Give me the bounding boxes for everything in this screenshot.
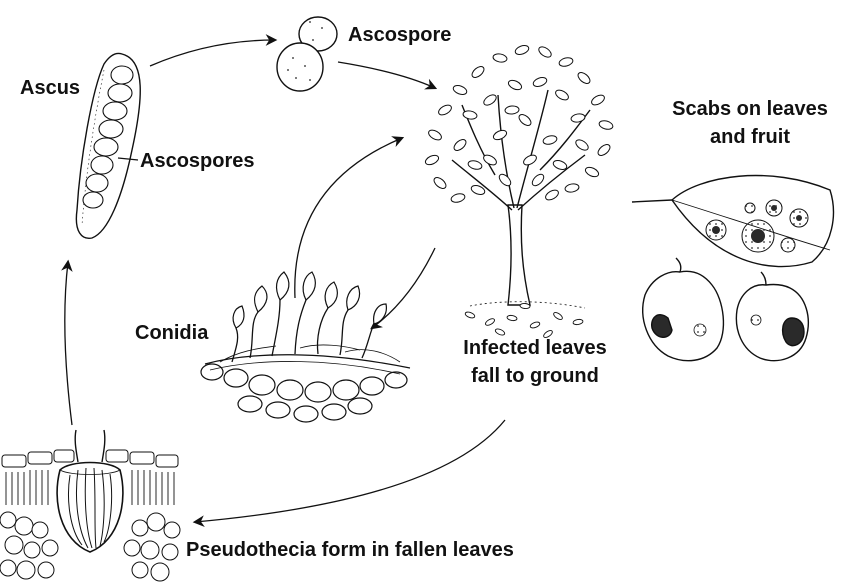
label-conidia: Conidia [135,322,209,344]
arrow-conidia-to-tree [294,136,405,299]
label-ascus: Ascus [20,77,81,99]
ascospore-illustration [276,16,338,92]
tree-trunk [507,204,531,306]
label-infected-line2: fall to ground [471,365,599,387]
label-infected-line1: Infected leaves [463,337,607,359]
scabbed-leaf-illustration [631,174,835,268]
label-scabs-line2: and fruit [710,126,790,148]
label-pseudothecia: Pseudothecia form in fallen leaves [186,539,514,561]
arrow-leaves-to-pseudothecia [192,419,506,527]
label-ascospores: Ascospores [140,150,255,172]
arrow-pseudothecia-to-ascus [61,259,73,426]
arrow-ascospore-to-tree [337,61,438,90]
tree-illustration [424,45,614,338]
scabbed-apples-illustration [642,257,809,362]
ascus-illustration [75,52,141,239]
fallen-leaves [464,303,584,338]
label-scabs-line1: Scabs on leaves [672,98,828,120]
conidia-illustration [200,271,411,423]
pseudothecium-illustration [0,429,181,582]
label-ascospore: Ascospore [348,24,452,46]
cycle-arrows [61,34,506,527]
arrow-ascus-to-ascospore [149,34,278,67]
